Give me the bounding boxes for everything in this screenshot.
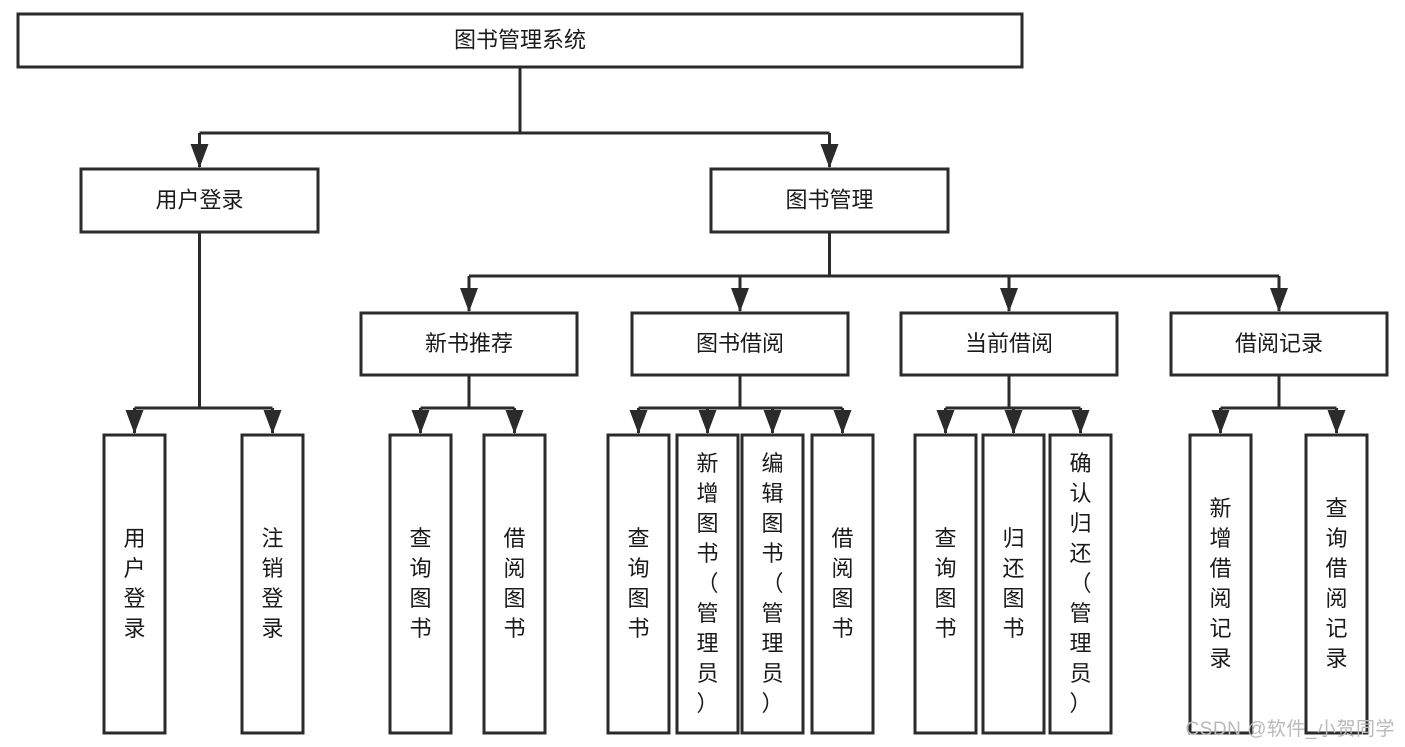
node-leaf-borrow-book-rec[interactable]: 借阅图书 — [482, 433, 547, 735]
node-label: 查询图书 — [627, 526, 649, 641]
arrow-head-icon — [936, 410, 955, 434]
arrow-head-icon — [1270, 288, 1288, 312]
arrow-head-icon — [505, 410, 524, 434]
node-leaf-query-book-borrow[interactable]: 查询图书 — [606, 433, 671, 735]
node-label: 注销登录 — [261, 526, 283, 641]
node-label: 当前借阅 — [965, 331, 1053, 356]
arrow-head-icon — [1004, 410, 1023, 434]
node-leaf-query-book-rec[interactable]: 查询图书 — [388, 433, 453, 735]
arrow-head-icon — [731, 288, 749, 312]
arrow-head-icon — [763, 410, 782, 434]
node-leaf-logout[interactable]: 注销登录 — [240, 433, 305, 735]
node-label: 借阅记录 — [1235, 331, 1323, 356]
connector-lines — [125, 67, 1346, 434]
node-user-login[interactable]: 用户登录 — [79, 167, 320, 234]
node-label: 确认归还（管理员） — [1069, 451, 1091, 716]
node-leaf-confirm-return[interactable]: 确认归还（管理员） — [1048, 433, 1113, 735]
node-book-borrow[interactable]: 图书借阅 — [630, 311, 850, 377]
node-book-manage[interactable]: 图书管理 — [709, 167, 950, 234]
arrow-head-icon — [698, 410, 717, 434]
node-label: 用户登录 — [123, 526, 145, 641]
node-label: 新增图书（管理员） — [696, 451, 718, 716]
node-leaf-edit-book[interactable]: 编辑图书（管理员） — [740, 433, 805, 735]
node-leaf-query-book-cur[interactable]: 查询图书 — [913, 433, 978, 735]
node-leaf-add-record[interactable]: 新增借阅记录 — [1188, 433, 1253, 735]
node-label: 查询图书 — [409, 526, 431, 641]
node-current-borrow[interactable]: 当前借阅 — [899, 311, 1119, 377]
node-label: 新书推荐 — [425, 331, 513, 356]
node-borrow-record[interactable]: 借阅记录 — [1169, 311, 1389, 377]
node-leaf-borrow-book[interactable]: 借阅图书 — [810, 433, 875, 735]
arrow-head-icon — [411, 410, 430, 434]
arrow-head-icon — [263, 410, 282, 434]
node-leaf-return-book[interactable]: 归还图书 — [981, 433, 1046, 735]
node-label: 新增借阅记录 — [1209, 496, 1231, 671]
node-label: 用户登录 — [155, 187, 243, 212]
node-label: 图书管理系统 — [454, 27, 586, 52]
node-label: 图书管理 — [785, 187, 873, 212]
arrow-head-icon — [629, 410, 648, 434]
arrow-head-icon — [833, 410, 852, 434]
node-label: 图书借阅 — [696, 331, 784, 356]
arrow-head-icon — [190, 144, 209, 168]
arrow-head-icon — [1327, 410, 1346, 434]
arrow-head-icon — [1000, 288, 1018, 312]
arrow-head-icon — [1211, 410, 1230, 434]
node-leaf-query-record[interactable]: 查询借阅记录 — [1304, 433, 1369, 735]
node-label: 查询借阅记录 — [1325, 496, 1347, 671]
arrow-head-icon — [125, 410, 144, 434]
node-new-book-rec[interactable]: 新书推荐 — [359, 311, 579, 377]
node-root-book-management-system[interactable]: 图书管理系统 — [16, 12, 1024, 69]
node-label: 查询图书 — [934, 526, 956, 641]
arrow-head-icon — [1071, 410, 1090, 434]
node-boxes: 图书管理系统用户登录图书管理新书推荐图书借阅当前借阅借阅记录用户登录注销登录查询… — [16, 12, 1389, 735]
node-label: 借阅图书 — [831, 526, 853, 641]
arrow-head-icon — [820, 144, 839, 168]
arrow-head-icon — [460, 288, 478, 312]
node-label: 编辑图书（管理员） — [761, 451, 783, 716]
node-leaf-user-login[interactable]: 用户登录 — [102, 433, 167, 735]
node-label: 借阅图书 — [503, 526, 525, 641]
node-leaf-add-book[interactable]: 新增图书（管理员） — [675, 433, 740, 735]
node-label: 归还图书 — [1002, 526, 1024, 641]
